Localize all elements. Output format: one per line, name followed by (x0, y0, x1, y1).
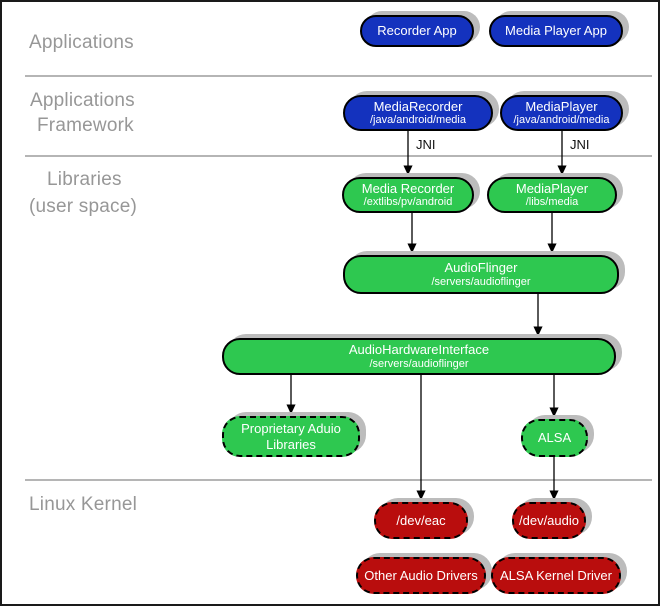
node-mediaplayer-lib: MediaPlayer /libs/media (487, 177, 617, 213)
layer-label-framework-line1: Applications (30, 90, 135, 111)
node-title: AudioHardwareInterface (348, 342, 490, 358)
layer-label-libraries-line2: (user space) (29, 196, 137, 217)
node-alsa-kernel-driver: ALSA Kernel Driver (491, 557, 621, 594)
node-title: AudioFlinger (444, 260, 518, 276)
node-subtitle: /servers/audioflinger (369, 357, 469, 370)
node-recorder-app: Recorder App (360, 15, 474, 47)
layer-label-libraries-line1: Libraries (47, 169, 122, 190)
edge-label-jni-right: JNI (570, 137, 590, 152)
node-audio-hardware-interface: AudioHardwareInterface /servers/audiofli… (222, 338, 616, 375)
node-media-recorder-lib: Media Recorder /extlibs/pv/android (342, 177, 474, 213)
node-title: ALSA (537, 430, 572, 446)
node-title: MediaPlayer (515, 180, 589, 196)
layer-label-framework-line2: Framework (37, 115, 134, 136)
node-mediarecorder-framework: MediaRecorder /java/android/media (343, 95, 493, 131)
edge-label-jni-left: JNI (416, 137, 436, 152)
node-subtitle: /java/android/media (369, 114, 466, 127)
layer-label-applications: Applications (29, 32, 134, 53)
node-title: MediaPlayer (525, 98, 598, 114)
node-subtitle: /extlibs/pv/android (363, 196, 453, 209)
node-subtitle: /java/android/media (513, 114, 610, 127)
node-title: Media Player App (505, 23, 607, 39)
node-dev-eac: /dev/eac (374, 502, 468, 539)
node-title: /dev/eac (396, 512, 446, 528)
layer-divider-applications (25, 75, 652, 77)
node-title: Other Audio Drivers (364, 567, 478, 583)
node-mediaplayer-framework: MediaPlayer /java/android/media (500, 95, 623, 131)
node-title: Proprietary Aduio Libraries (241, 421, 341, 452)
node-title: Media Recorder (361, 180, 455, 196)
node-alsa: ALSA (521, 419, 588, 457)
node-other-audio-drivers: Other Audio Drivers (356, 557, 486, 594)
layer-label-linux-kernel: Linux Kernel (29, 494, 138, 515)
node-title: MediaRecorder (373, 98, 463, 114)
node-title: ALSA Kernel Driver (500, 567, 612, 583)
layer-divider-kernel (25, 479, 652, 481)
node-media-player-app: Media Player App (489, 15, 623, 47)
node-subtitle: /servers/audioflinger (431, 275, 531, 288)
node-audioflinger: AudioFlinger /servers/audioflinger (343, 255, 619, 294)
node-subtitle: /libs/media (525, 196, 579, 209)
node-title: /dev/audio (519, 512, 579, 528)
layer-divider-framework (25, 155, 652, 157)
node-proprietary-audio-libraries: Proprietary Aduio Libraries (222, 416, 360, 457)
node-title: Recorder App (377, 23, 457, 39)
node-dev-audio: /dev/audio (512, 502, 586, 539)
